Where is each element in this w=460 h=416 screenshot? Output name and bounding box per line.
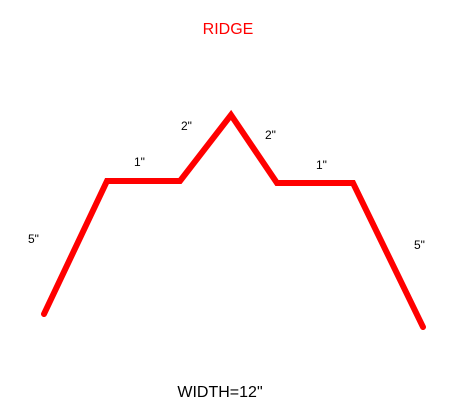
- ridge-profile-line: [41, 109, 426, 330]
- left-flat-label: 1": [134, 155, 145, 169]
- right-flat-label: 1": [316, 158, 327, 172]
- width-label: WIDTH=12": [177, 384, 262, 401]
- diagram-title: RIDGE: [203, 21, 254, 38]
- left-peak-slope-label: 2": [181, 119, 192, 133]
- left-leg-label: 5": [28, 232, 39, 246]
- right-leg-label: 5": [414, 238, 425, 252]
- right-peak-slope-label: 2": [265, 128, 276, 142]
